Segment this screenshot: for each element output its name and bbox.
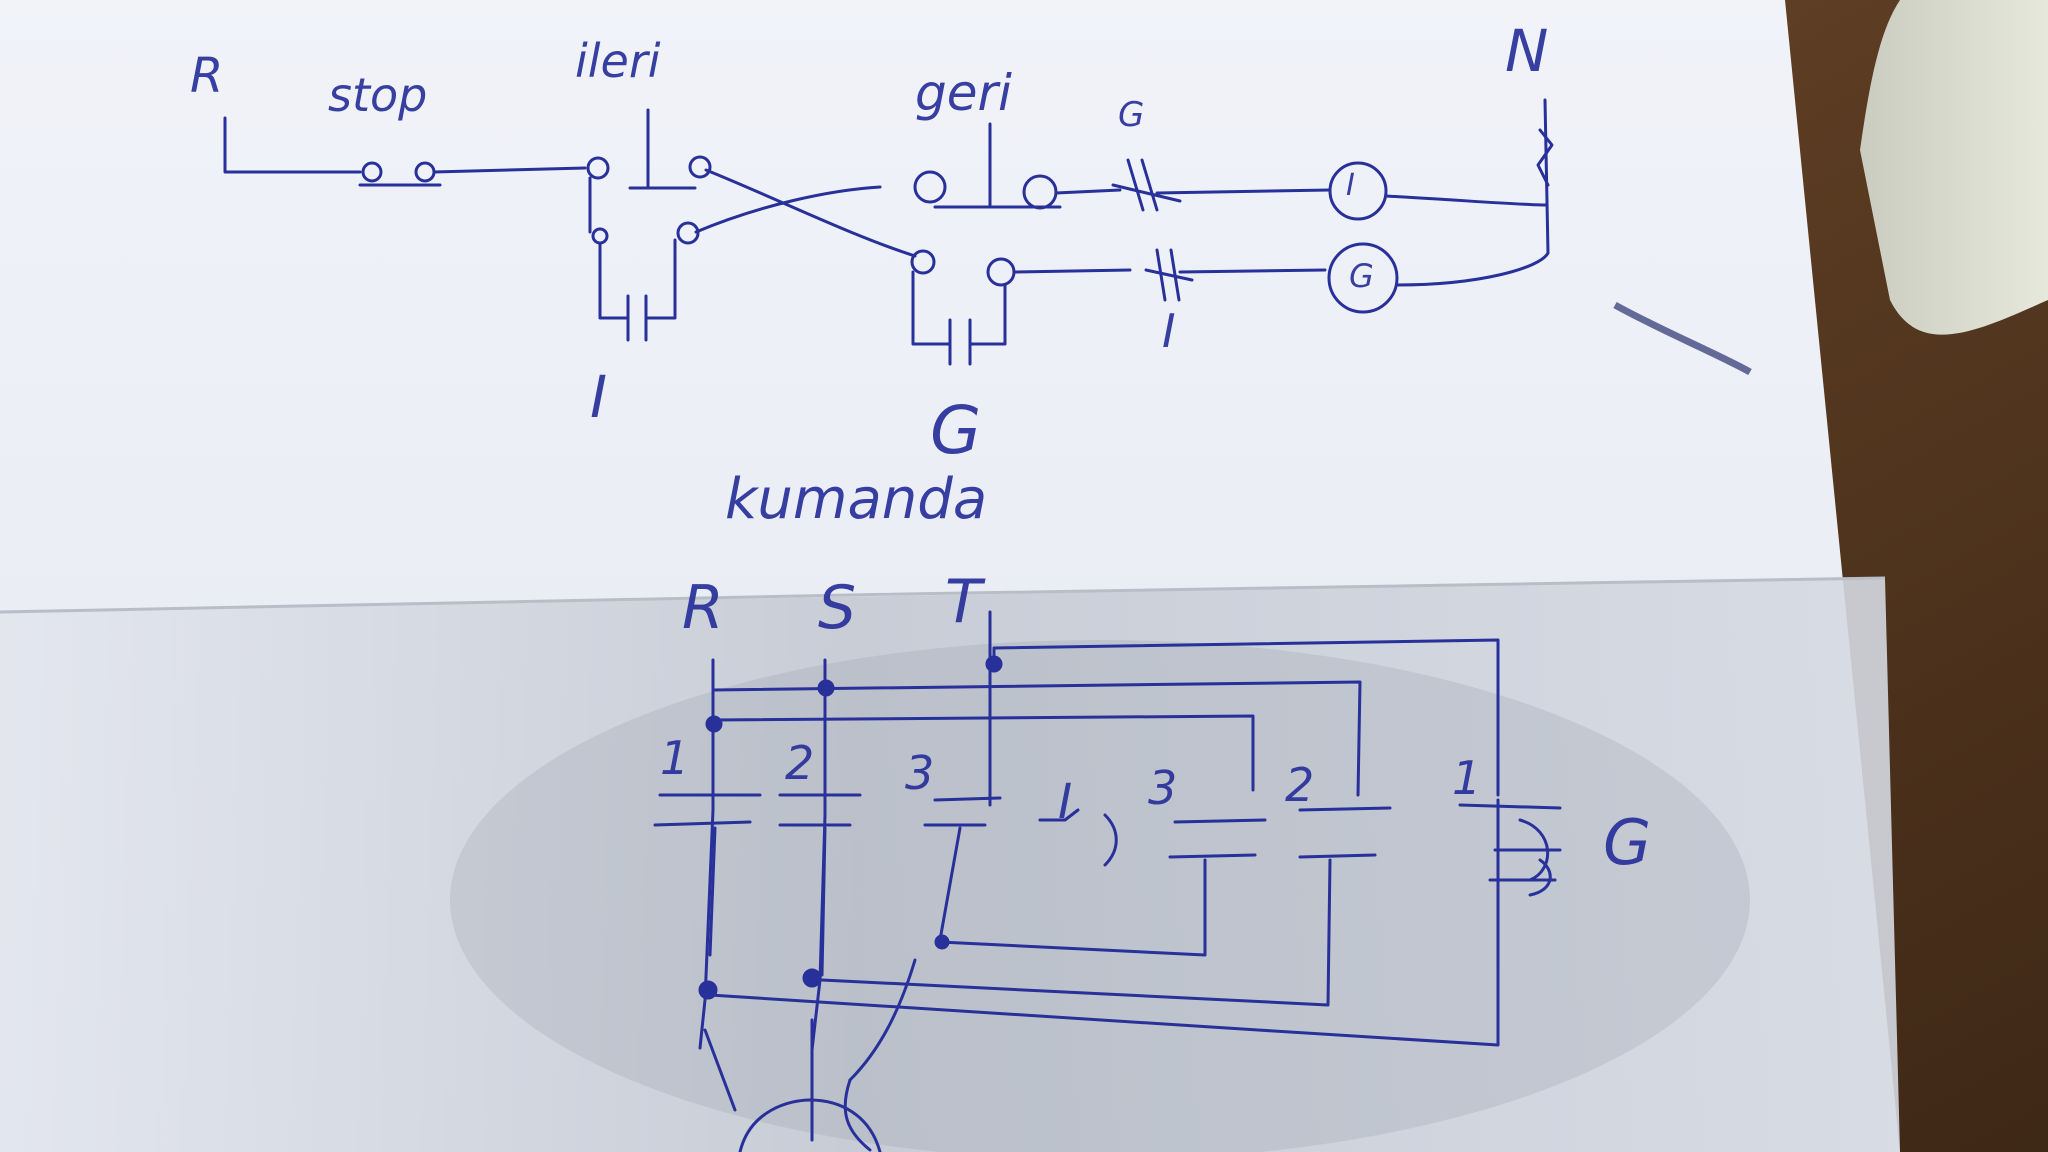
- contact-label-2-left: 2: [785, 736, 815, 790]
- reverse-contact-left: [913, 170, 947, 204]
- neutral-label: N: [1505, 17, 1549, 85]
- contact-label-1-right: 1: [1452, 751, 1482, 805]
- contact-label-3-left: 3: [905, 746, 935, 800]
- forward-contact-left: [586, 156, 610, 180]
- contact-label-1-left: 1: [660, 731, 690, 785]
- coil-forward: [1328, 161, 1388, 221]
- coil-reverse: [1327, 242, 1399, 314]
- reverse-seal-label: G: [930, 392, 982, 469]
- phase-label-r: R: [190, 48, 224, 104]
- paper-sheet: [0, 0, 1900, 1152]
- reverse-button-label: geri: [915, 64, 1012, 122]
- contact-label-3-right: 3: [1148, 761, 1178, 815]
- power-circuit-wiring: [653, 610, 1562, 1152]
- interlock-top-label: G: [1118, 95, 1145, 135]
- contactor-forward-label: I: [1058, 774, 1073, 830]
- device-corner: [1860, 0, 2048, 335]
- forward-nc-right: [676, 221, 700, 245]
- motor-symbol: [738, 1098, 882, 1152]
- contact-label-2-right: 2: [1285, 758, 1315, 812]
- forward-button-label: ileri: [575, 34, 661, 88]
- contactor-reverse-label: G: [1603, 806, 1652, 879]
- forward-contact-right: [688, 155, 712, 179]
- ink-lines: [223, 98, 1562, 1152]
- reverse-nc-left: [910, 249, 936, 275]
- pen-scribble: [1613, 301, 1752, 376]
- power-phase-t: T: [945, 567, 982, 637]
- coil-forward-label: I: [1346, 168, 1355, 203]
- control-circuit-wiring: [223, 98, 1554, 366]
- forward-seal-label: I: [590, 363, 608, 431]
- interlock-bottom-label: I: [1162, 304, 1176, 358]
- power-phase-s: S: [818, 573, 857, 643]
- stop-button-label: stop: [328, 68, 428, 122]
- circuit-title-kumanda: kumanda: [725, 467, 988, 532]
- power-phase-r: R: [682, 573, 724, 643]
- stop-contact-left: [361, 161, 383, 183]
- coil-reverse-label: G: [1349, 257, 1374, 295]
